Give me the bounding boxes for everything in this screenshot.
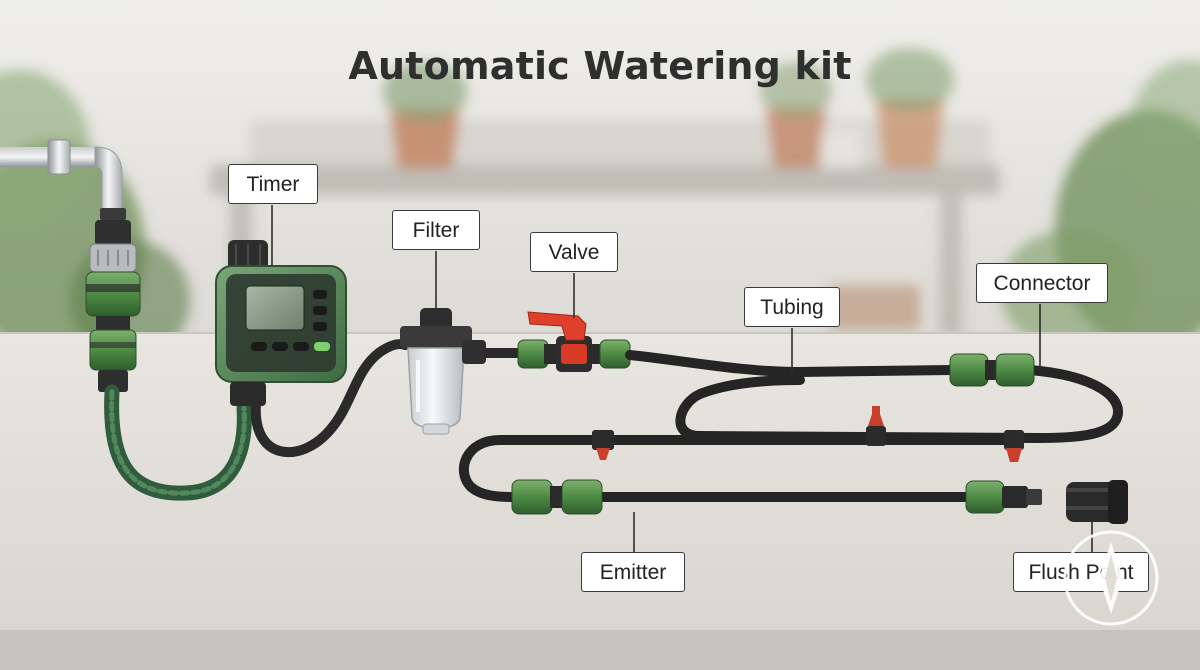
faucet-pipe <box>0 139 126 220</box>
valve-device <box>517 311 631 372</box>
flush-end-cap <box>1066 480 1128 524</box>
tubing-connectors <box>511 353 1042 515</box>
connector-label: Connector <box>976 263 1108 303</box>
drip-tubing <box>458 350 1123 502</box>
emitter-label: Emitter <box>581 552 685 592</box>
tubing-label: Tubing <box>744 287 840 327</box>
filter-device <box>400 308 486 435</box>
callout-leaders <box>271 205 1093 553</box>
timer-label: Timer <box>228 164 318 204</box>
diamond-logo-icon <box>1063 530 1159 626</box>
emitters <box>592 406 1024 462</box>
filter-label: Filter <box>392 210 480 250</box>
timer-device <box>215 240 347 406</box>
hose-connector-stack <box>85 220 141 392</box>
valve-label: Valve <box>530 232 618 272</box>
diagram-title: Automatic Watering kit <box>348 44 852 88</box>
timer-filter-tube <box>250 339 410 458</box>
